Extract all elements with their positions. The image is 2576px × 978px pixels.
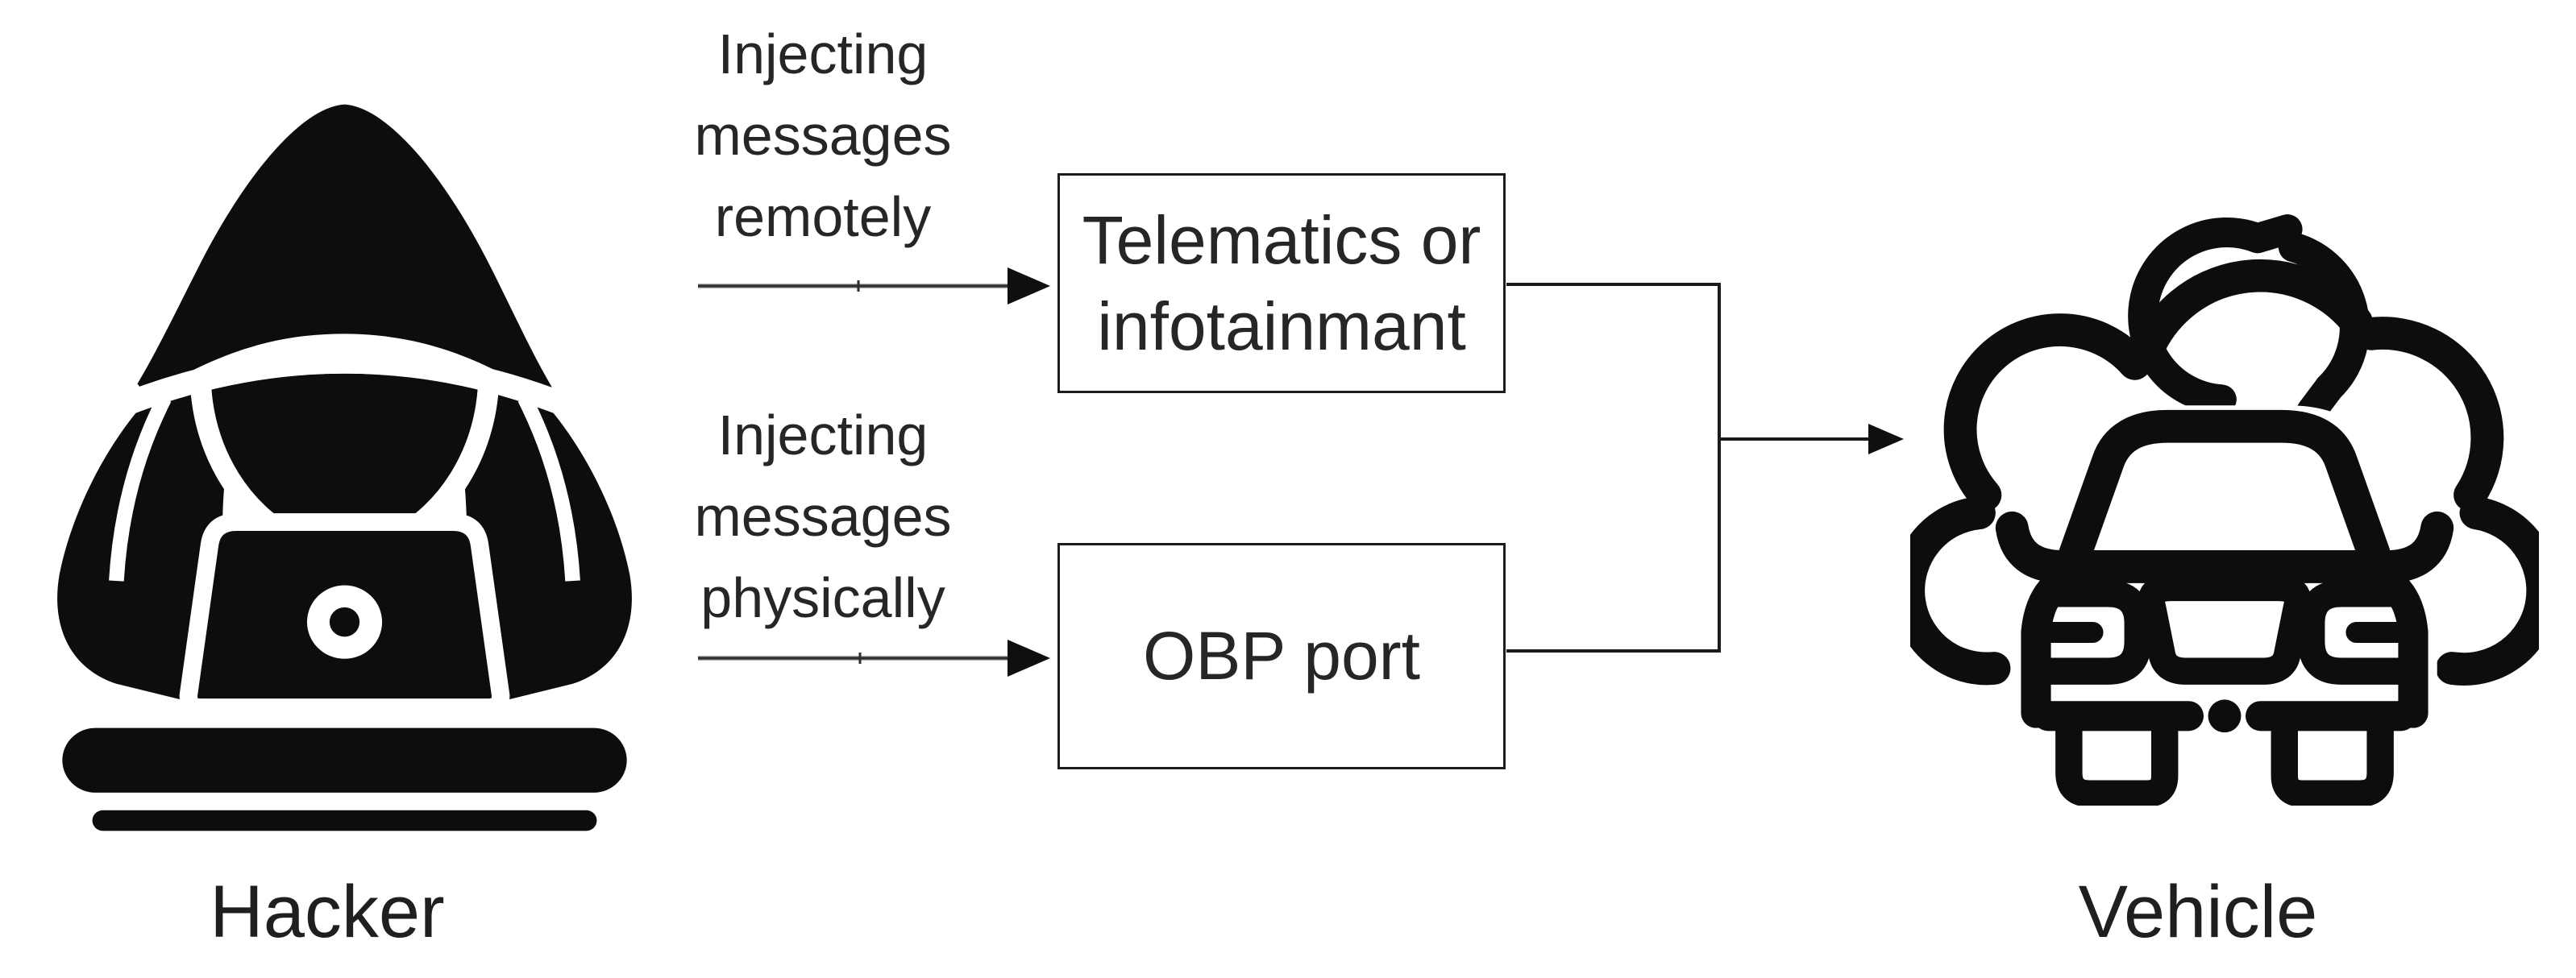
car-left-headlight [2034, 580, 2151, 685]
desk-edge [92, 810, 597, 831]
laptop-logo-dot [329, 607, 360, 637]
vehicle-caption: Vehicle [2078, 871, 2318, 953]
car-bumper-dot [2208, 699, 2242, 733]
telematics-box: Telematics or infotainmant [1057, 173, 1506, 393]
obp-port-box-label: OBP port [1143, 618, 1420, 694]
arrowhead [1008, 267, 1050, 305]
merge-connector [1506, 283, 1904, 653]
hood-arm-gap [109, 395, 172, 582]
hacker-hood [137, 104, 552, 399]
arrowhead [1008, 640, 1050, 677]
label-line: remotely [714, 185, 932, 248]
label-line: messages [694, 485, 952, 548]
arrowhead [1868, 424, 1904, 454]
hacker-icon [57, 104, 632, 831]
car-front-icon [1995, 409, 2454, 806]
label-line: Injecting [717, 404, 929, 466]
label-line: physically [700, 566, 945, 629]
car-roof [2058, 409, 2391, 572]
hacker-caption: Hacker [210, 871, 445, 953]
physical-injection-label: Injecting messages physically [621, 395, 1024, 639]
label-line: messages [694, 104, 952, 167]
obp-port-box: OBP port [1057, 543, 1506, 769]
telematics-box-line2: infotainmant [1097, 288, 1466, 364]
car-grille [2138, 574, 2312, 685]
label-line: Injecting [717, 23, 929, 85]
cloud-outline [1910, 259, 2539, 686]
car-right-headlight [2298, 580, 2415, 685]
telematics-box-line1: Telematics or [1082, 201, 1481, 278]
sync-arrows-icon [2128, 214, 2370, 427]
hood-arm-gap [517, 395, 580, 582]
connected-car-cloud-icon [1910, 214, 2539, 806]
physical-arrow [698, 640, 1050, 677]
remote-arrow [698, 267, 1050, 305]
car-right-wheel [2271, 717, 2394, 806]
car-left-wheel [2055, 717, 2179, 806]
remote-injection-label: Injecting messages remotely [621, 14, 1024, 258]
desk-bar [62, 727, 627, 793]
car-hood-line [1995, 511, 2454, 583]
hood-slit [113, 350, 576, 416]
